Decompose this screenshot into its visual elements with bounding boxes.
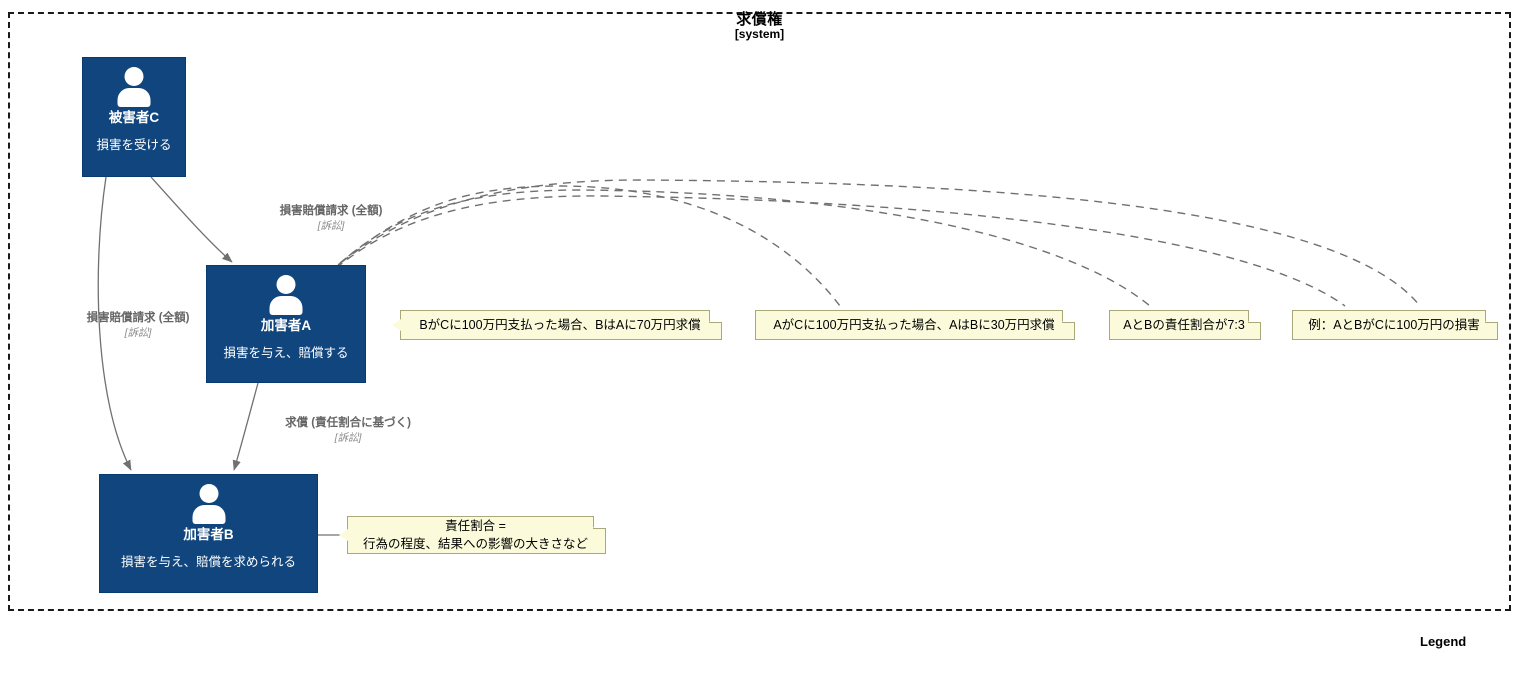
- note-fold-icon: [1485, 309, 1498, 323]
- edge-label-c-to-b: 損害賠償請求 (全額) [訴訟]: [28, 311, 248, 340]
- node-description: 損害を与え、賠償を求められる: [120, 555, 296, 569]
- person-icon: [264, 275, 308, 315]
- note-fold-icon: [1062, 309, 1075, 323]
- note-example-damage: 例：AとBがCに100万円の損害: [1292, 309, 1498, 340]
- note-text-line-2: 行為の程度、結果への影響の大きさなど: [362, 537, 588, 551]
- boundary-title: 求償権: [736, 11, 783, 28]
- note-text: AとBの責任割合が7:3: [1123, 318, 1245, 332]
- system-boundary: [8, 12, 1511, 611]
- note-fold-icon: [709, 309, 722, 323]
- note-text: BがCに100万円支払った場合、BはAに70万円求償: [419, 318, 701, 332]
- node-description: 損害を受ける: [96, 138, 172, 152]
- note-text: AがCに100万円支払った場合、AはBに30万円求償: [773, 318, 1055, 332]
- person-icon: [112, 67, 156, 107]
- edge-label-technology: [訴訟]: [334, 432, 362, 444]
- edge-label-a-to-b: 求償 (責任割合に基づく) [訴訟]: [223, 416, 473, 445]
- note-repayment-a-to-b: AがCに100万円支払った場合、AはBに30万円求償: [755, 309, 1075, 340]
- edge-label-c-to-a: 損害賠償請求 (全額) [訴訟]: [206, 204, 456, 233]
- edge-label-text: 求償 (責任割合に基づく): [285, 417, 411, 429]
- node-name: 加害者A: [260, 318, 312, 333]
- person-icon: [187, 484, 231, 524]
- note-fold-icon: [1248, 309, 1261, 323]
- note-fold-icon: [593, 515, 606, 529]
- node-description: 損害を与え、賠償する: [223, 346, 349, 360]
- node-victim-c[interactable]: 被害者C 損害を受ける: [82, 57, 186, 177]
- note-liability-definition: 責任割合 = 行為の程度、結果への影響の大きさなど: [338, 515, 606, 554]
- note-text-line-1: 責任割合 =: [445, 519, 506, 533]
- note-liability-ratio: AとBの責任割合が7:3: [1109, 309, 1261, 340]
- note-repayment-b-to-a: BがCに100万円支払った場合、BはAに70万円求償: [391, 309, 722, 340]
- edge-label-technology: [訴訟]: [317, 220, 345, 232]
- node-name: 加害者B: [183, 527, 234, 542]
- edge-label-text: 損害賠償請求 (全額): [86, 312, 190, 324]
- legend-label[interactable]: Legend: [1420, 634, 1467, 649]
- edge-label-text: 損害賠償請求 (全額): [279, 205, 383, 217]
- note-text: 例：AとBがCに100万円の損害: [1308, 318, 1480, 332]
- edge-label-technology: [訴訟]: [124, 327, 152, 339]
- node-offender-a[interactable]: 加害者A 損害を与え、賠償する: [206, 265, 366, 383]
- node-name: 被害者C: [108, 110, 160, 125]
- node-offender-b[interactable]: 加害者B 損害を与え、賠償を求められる: [99, 474, 318, 593]
- boundary-subtitle: [system]: [734, 27, 785, 41]
